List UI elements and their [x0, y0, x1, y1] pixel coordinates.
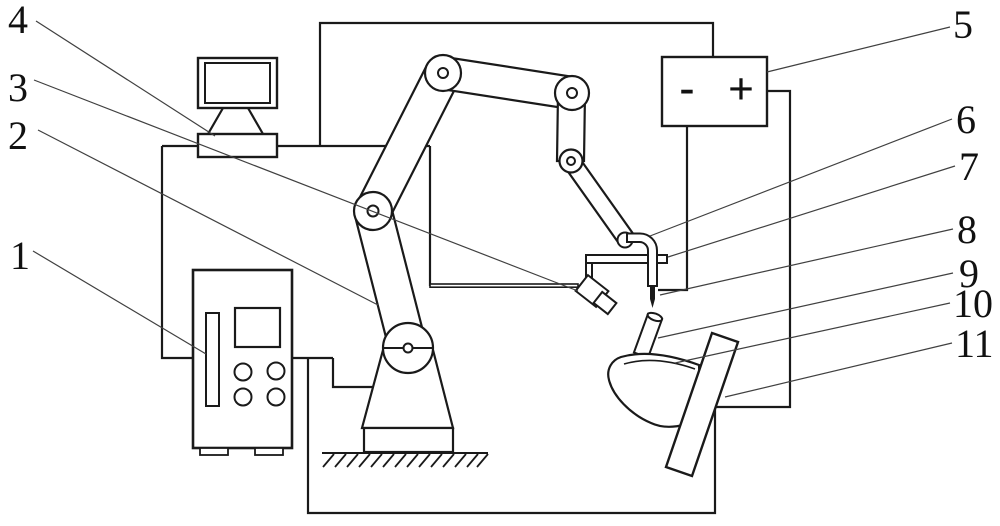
cabinet-slot	[205, 312, 220, 407]
leader-line-3	[33, 79, 579, 292]
cabinet-foot	[254, 447, 284, 456]
leader-line-9	[657, 272, 954, 339]
callout-7: 7	[959, 144, 979, 189]
workpiece-shell	[607, 352, 703, 428]
callout-1: 1	[10, 233, 30, 278]
torch-bracket	[585, 254, 668, 264]
monitor-stand	[207, 107, 264, 135]
callout-9: 9	[959, 251, 979, 296]
callout-2: 2	[8, 113, 28, 158]
callout-numbers: 1 2 3 4 5 6 7 8 9 10 11	[8, 0, 994, 366]
leader-line-7	[667, 165, 956, 258]
welding-torch	[626, 232, 658, 287]
cabinet-button	[266, 361, 286, 381]
leader-line-5	[766, 26, 951, 73]
control-cabinet	[191, 268, 294, 456]
robot-arm	[322, 53, 636, 468]
upper-enclosure-edge	[318, 21, 715, 146]
sensor-rail	[429, 283, 579, 289]
stud-workpiece	[632, 311, 664, 359]
leader-line-11	[724, 342, 953, 398]
plus-terminal: +	[728, 63, 754, 114]
ground-hatching	[322, 452, 489, 468]
negative-cable	[658, 95, 689, 292]
contact-tip	[650, 286, 655, 299]
computer-station	[196, 56, 279, 159]
callout-4: 4	[8, 0, 28, 42]
leader-lines	[32, 20, 956, 398]
leader-line-1	[32, 250, 207, 355]
fixture-plate	[664, 331, 740, 478]
welding-wire	[650, 299, 655, 308]
monitor-base	[196, 132, 279, 159]
power-source-box	[660, 55, 769, 128]
horizontal-link	[439, 55, 576, 111]
leader-line-6	[649, 118, 953, 237]
monitor-screen	[204, 62, 271, 104]
leader-line-8	[659, 228, 954, 296]
callout-8: 8	[957, 207, 977, 252]
shell-rim-line	[623, 359, 696, 370]
callout-5: 5	[953, 2, 973, 47]
cabinet-button	[233, 362, 253, 382]
callout-6: 6	[956, 97, 976, 142]
floor-step	[331, 358, 373, 389]
callout-10: 10	[953, 281, 993, 326]
end-effector	[574, 232, 668, 316]
cabinet-display	[233, 306, 282, 349]
cabinet-button	[233, 387, 253, 407]
cabinet-foot	[199, 447, 229, 456]
leader-line-2	[37, 129, 379, 306]
callout-3: 3	[8, 65, 28, 110]
minus-terminal: -	[680, 63, 695, 112]
workpiece-area	[607, 311, 740, 478]
shoulder-axis	[402, 342, 414, 354]
welding-power-source: - +	[660, 55, 769, 128]
camera-lens	[592, 290, 618, 316]
cabinet-button	[266, 387, 286, 407]
callout-11: 11	[955, 321, 994, 366]
robot-base-plinth	[362, 426, 455, 454]
leader-line-10	[674, 302, 951, 364]
leader-line-4	[35, 20, 216, 137]
